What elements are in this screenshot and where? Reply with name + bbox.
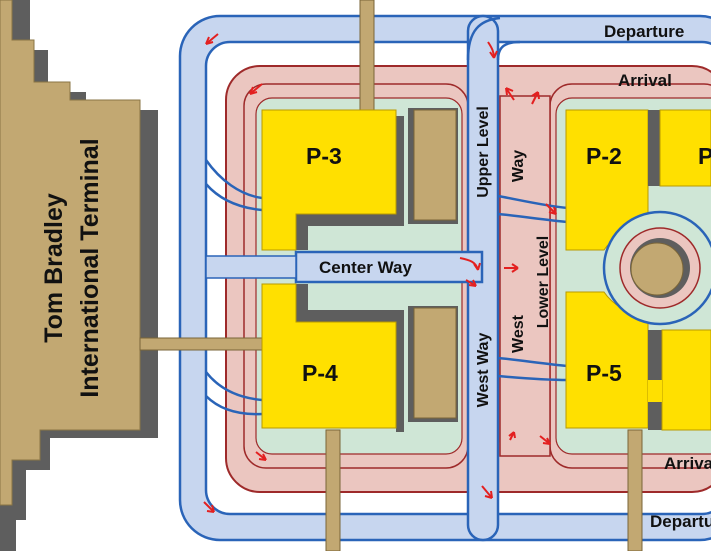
parking-p1-partial-label: P bbox=[698, 143, 711, 169]
parking-p4-shadow bbox=[296, 284, 404, 432]
arrow-icon bbox=[249, 83, 263, 95]
walkways bbox=[139, 0, 643, 551]
parking-p3-shadow bbox=[296, 116, 404, 250]
parking-p3[interactable] bbox=[261, 109, 397, 251]
arrow-icon bbox=[545, 203, 557, 215]
parking-p2-label: P-2 bbox=[586, 143, 622, 169]
parking-structures[interactable] bbox=[261, 109, 711, 432]
walkway-top-p3 bbox=[359, 0, 375, 113]
way-label: Way bbox=[510, 150, 527, 182]
arrow-icon bbox=[481, 485, 493, 499]
parking-p1-partial-shadow bbox=[648, 110, 660, 186]
arrival-bottom-label: Arriva bbox=[664, 454, 711, 473]
left-ramps bbox=[204, 159, 263, 416]
center-way-road bbox=[205, 250, 484, 284]
walkway-bottom-p4 bbox=[325, 429, 341, 551]
arrow-icon bbox=[505, 87, 515, 101]
terminal-name-line1: Tom Bradley bbox=[40, 193, 68, 343]
parking-p5-label: P-5 bbox=[586, 360, 622, 386]
direction-arrows bbox=[203, 33, 557, 513]
terminal-name-line2: International Terminal bbox=[76, 138, 104, 397]
lower-level-label: Lower Level bbox=[535, 236, 552, 328]
walkway-to-terminal bbox=[139, 337, 265, 351]
departure-top-label: Departure bbox=[604, 22, 684, 41]
parking-p6-partial[interactable] bbox=[661, 329, 711, 431]
parking-p1-partial[interactable] bbox=[659, 109, 711, 187]
terminal-building bbox=[0, 0, 141, 506]
parking-p4-label: P-4 bbox=[302, 360, 338, 386]
lower-level-west-way bbox=[499, 95, 551, 457]
arrow-icon bbox=[203, 501, 215, 513]
right-ramps bbox=[497, 194, 569, 382]
arrow-icon bbox=[205, 33, 219, 45]
center-way-label: Center Way bbox=[319, 258, 412, 277]
departure-bottom-label: Departu bbox=[650, 512, 711, 531]
tom-bradley-terminal[interactable]: Tom Bradley International Terminal bbox=[0, 0, 158, 551]
arrival-top-label: Arrival bbox=[618, 71, 672, 90]
parking-p3-label: P-3 bbox=[306, 143, 342, 169]
tan-buildings bbox=[408, 108, 458, 422]
central-circle bbox=[602, 210, 711, 326]
parking-p4[interactable] bbox=[261, 283, 397, 429]
walkway-bottom-p5 bbox=[627, 429, 643, 551]
upper-level-label: Upper Level bbox=[475, 106, 492, 198]
west-label: West bbox=[510, 314, 527, 353]
west-way-label: West Way bbox=[475, 333, 492, 408]
arrow-icon bbox=[531, 91, 539, 105]
